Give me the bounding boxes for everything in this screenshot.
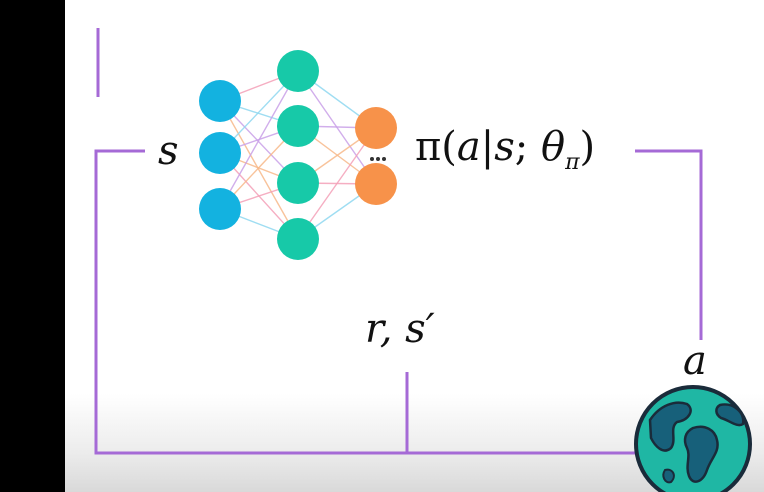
policy-network	[199, 50, 397, 260]
network-nodes	[199, 50, 397, 260]
rl-loop-diagram	[94, 28, 752, 492]
reward-next-state-label: r, s′	[365, 306, 435, 352]
hidden-node	[277, 105, 319, 147]
policy-label: π(a|s; θπ)	[415, 124, 596, 175]
right-loop-line	[635, 149, 703, 340]
output-node	[355, 107, 397, 149]
ellipsis-dots	[370, 157, 386, 161]
edge-hidden-output	[297, 127, 377, 240]
network-edges	[219, 70, 377, 240]
action-label: a	[683, 338, 707, 384]
hidden-node	[277, 162, 319, 204]
earth-icon	[634, 385, 752, 492]
state-label: s	[158, 128, 179, 174]
input-node	[199, 188, 241, 230]
loop-lines	[94, 28, 703, 455]
left-loop-line	[94, 149, 639, 455]
hidden-node	[277, 218, 319, 260]
output-node	[355, 163, 397, 205]
diagram-canvas: s π(a|s; θπ) r, s′ a	[65, 0, 764, 492]
edge-input-hidden	[219, 70, 299, 210]
input-node	[199, 132, 241, 174]
input-node	[199, 80, 241, 122]
edge-input-hidden	[219, 100, 299, 240]
hidden-node	[277, 50, 319, 92]
